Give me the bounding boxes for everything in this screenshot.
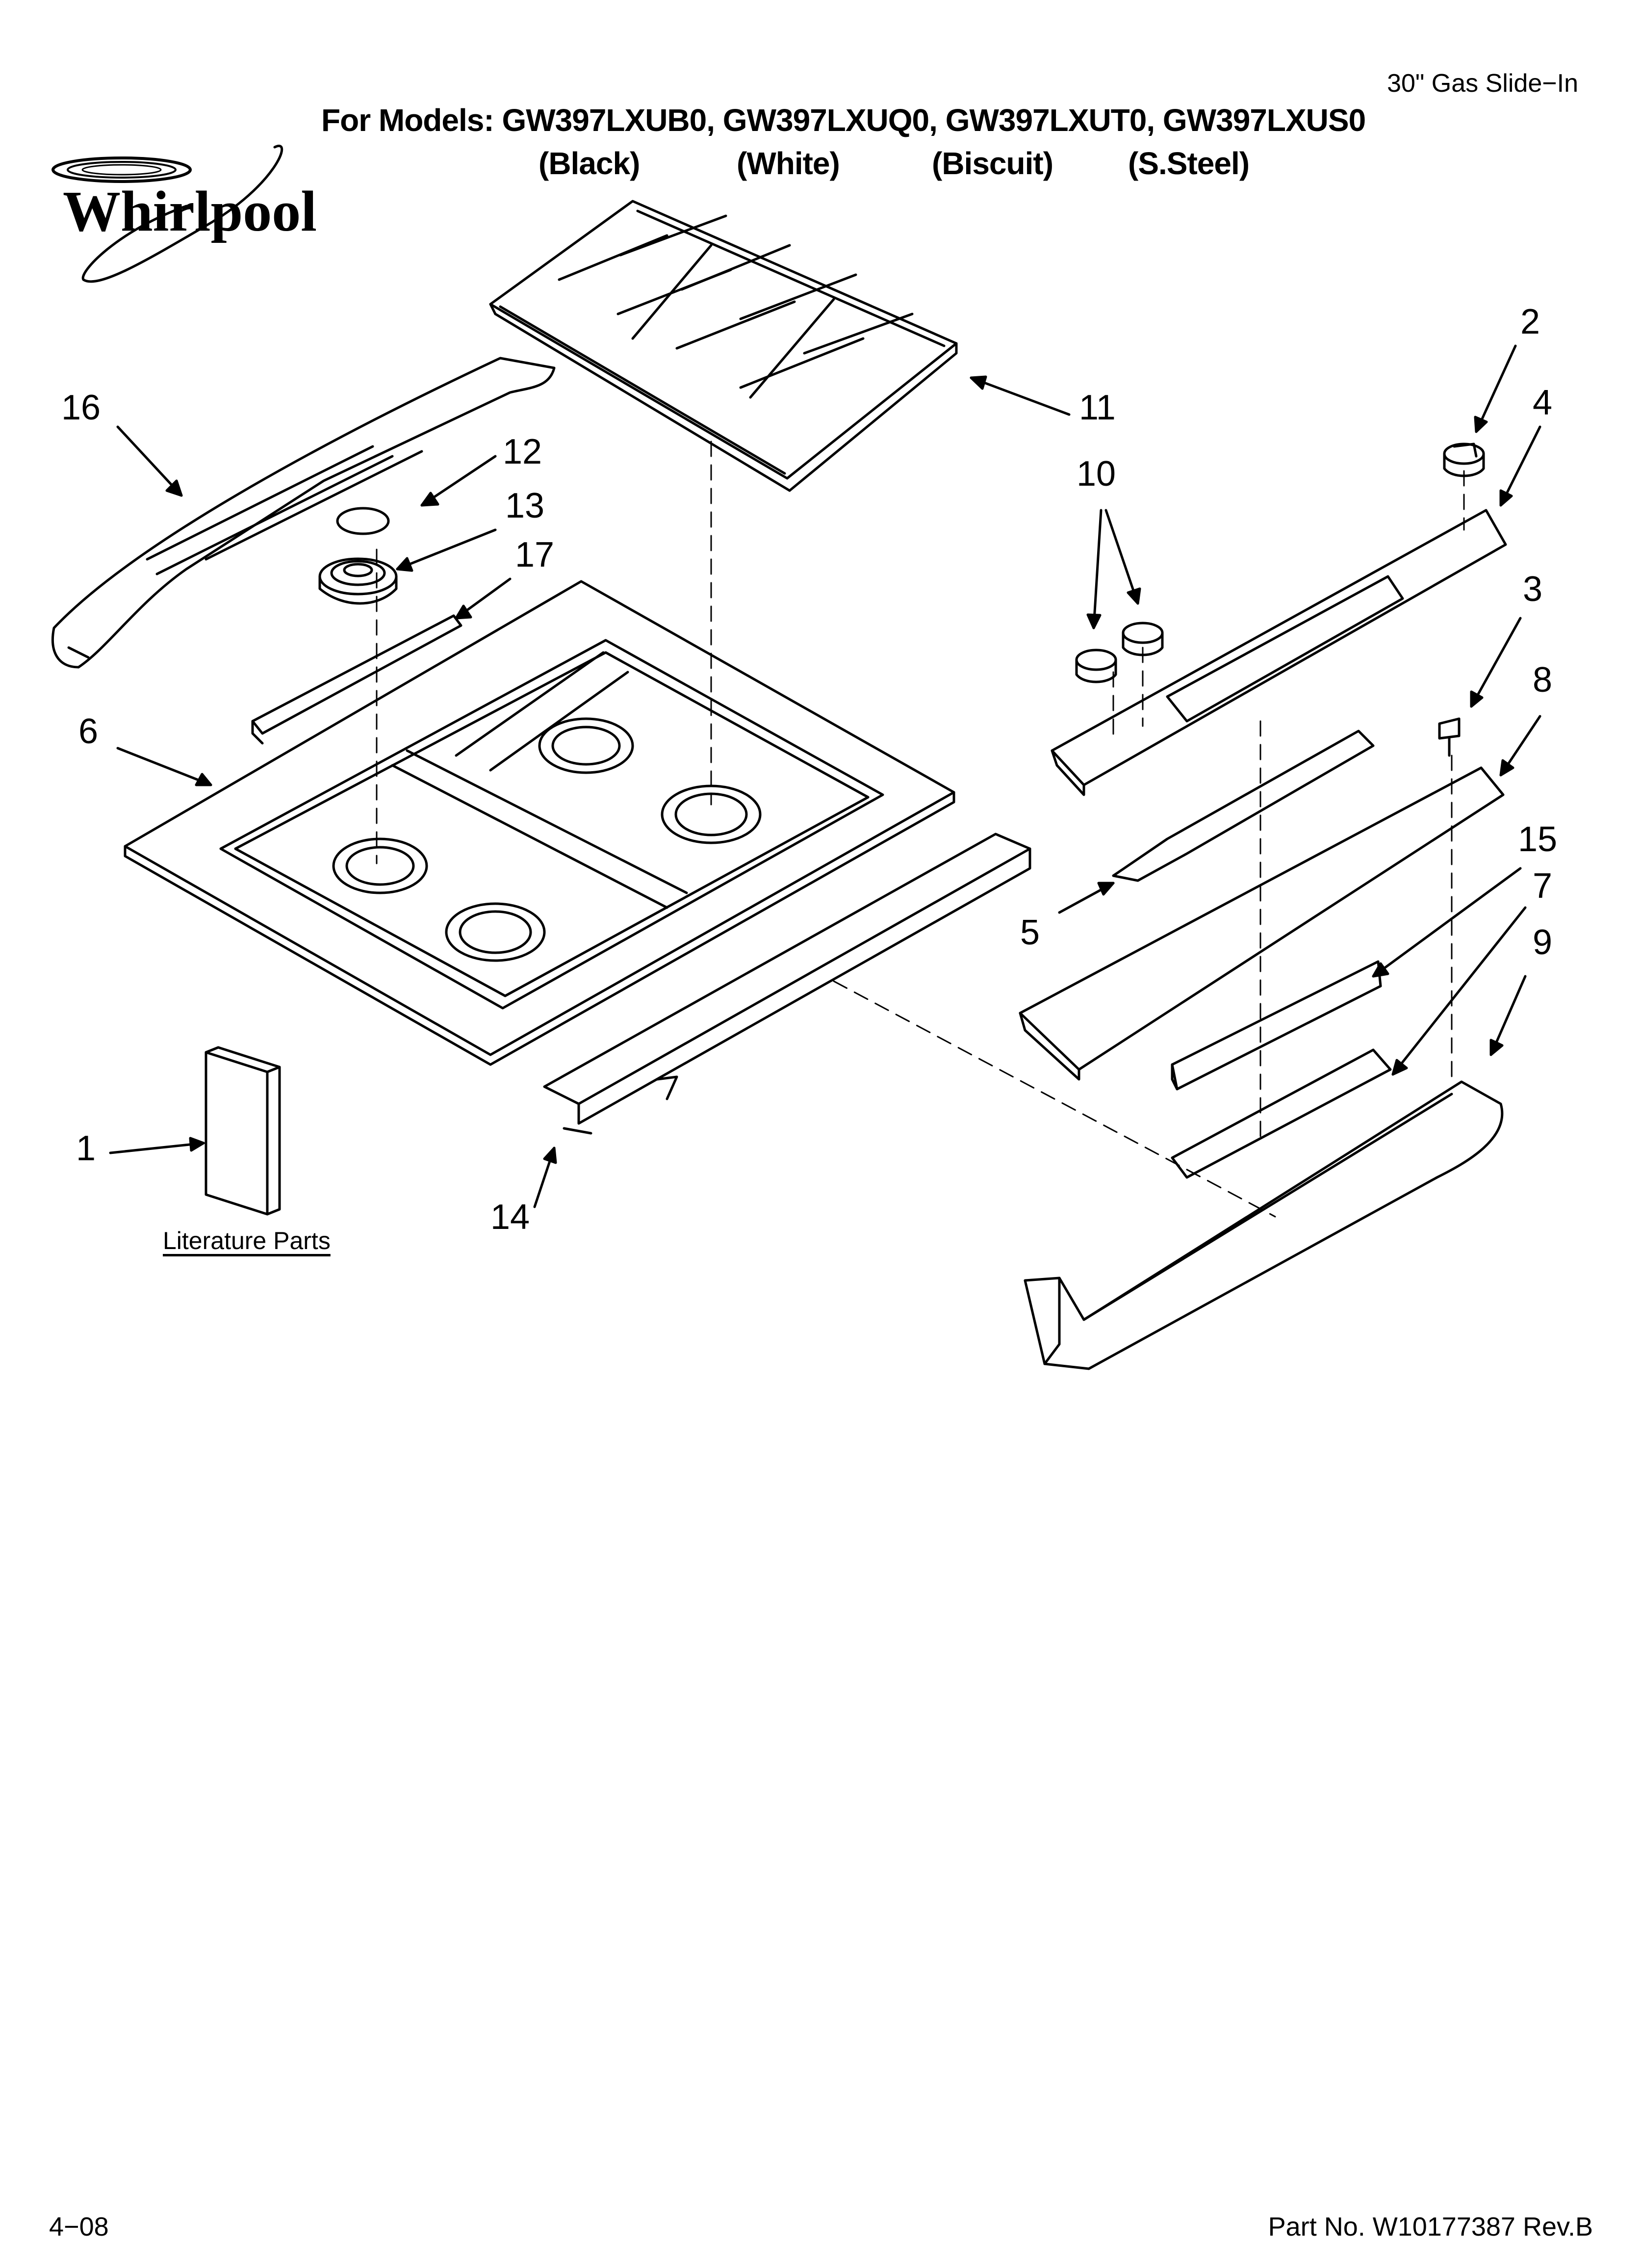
footer-part-number: Part No. W10177387 Rev.B <box>1268 2212 1593 2242</box>
part-11-grate <box>489 200 958 492</box>
part-15-control-board <box>1171 960 1382 1091</box>
assembly-lines <box>376 441 1465 1218</box>
callout-5: 5 <box>1020 913 1040 952</box>
literature-parts-label: Literature Parts <box>163 1227 331 1254</box>
callout-9: 9 <box>1533 923 1553 962</box>
part-8-control-panel <box>1019 766 1505 1081</box>
part-5-overlay <box>1112 730 1375 882</box>
color-label-black: (Black) <box>539 146 640 181</box>
color-label-white: (White) <box>737 146 840 181</box>
part-12-burner-cap <box>336 507 390 535</box>
part-10-knob-a <box>1075 649 1117 683</box>
callout-4: 4 <box>1533 383 1553 422</box>
callout-1: 1 <box>76 1129 96 1168</box>
callout-10: 10 <box>1077 454 1116 494</box>
models-title: For Models: GW397LXUB0, GW397LXUQ0, GW39… <box>321 103 1366 138</box>
part-13-burner-base <box>318 557 398 605</box>
color-label-ssteel: (S.Steel) <box>1128 146 1250 181</box>
part-1-literature <box>205 1046 281 1216</box>
part-3-screw <box>1438 717 1461 757</box>
color-label-biscuit: (Biscuit) <box>932 146 1053 181</box>
leader-lines <box>109 344 1541 1208</box>
callout-3: 3 <box>1523 570 1543 609</box>
callout-2: 2 <box>1520 302 1540 341</box>
part-14-bracket <box>543 833 1031 1135</box>
footer-date-code: 4−08 <box>49 2212 109 2242</box>
part-4-control-panel <box>1051 509 1507 796</box>
callout-6: 6 <box>78 712 99 751</box>
callout-12: 12 <box>503 432 542 471</box>
callout-7: 7 <box>1533 866 1553 906</box>
callout-8: 8 <box>1533 660 1553 700</box>
part-17-strip <box>251 614 462 745</box>
part-16-trim <box>51 357 556 669</box>
part-9-bezel <box>1024 1080 1504 1370</box>
whirlpool-logo: Whirlpool <box>51 145 317 283</box>
product-type-label: 30" Gas Slide−In <box>1387 69 1578 98</box>
logo-wordmark: Whirlpool <box>63 179 317 243</box>
callout-17: 17 <box>515 535 555 574</box>
callout-13: 13 <box>505 486 545 525</box>
part-6-cooktop <box>124 580 955 1066</box>
callout-15: 15 <box>1518 820 1558 859</box>
callout-11: 11 <box>1079 388 1116 427</box>
part-7-pad <box>1171 1048 1392 1179</box>
callout-14: 14 <box>490 1198 530 1237</box>
callout-16: 16 <box>61 388 101 427</box>
